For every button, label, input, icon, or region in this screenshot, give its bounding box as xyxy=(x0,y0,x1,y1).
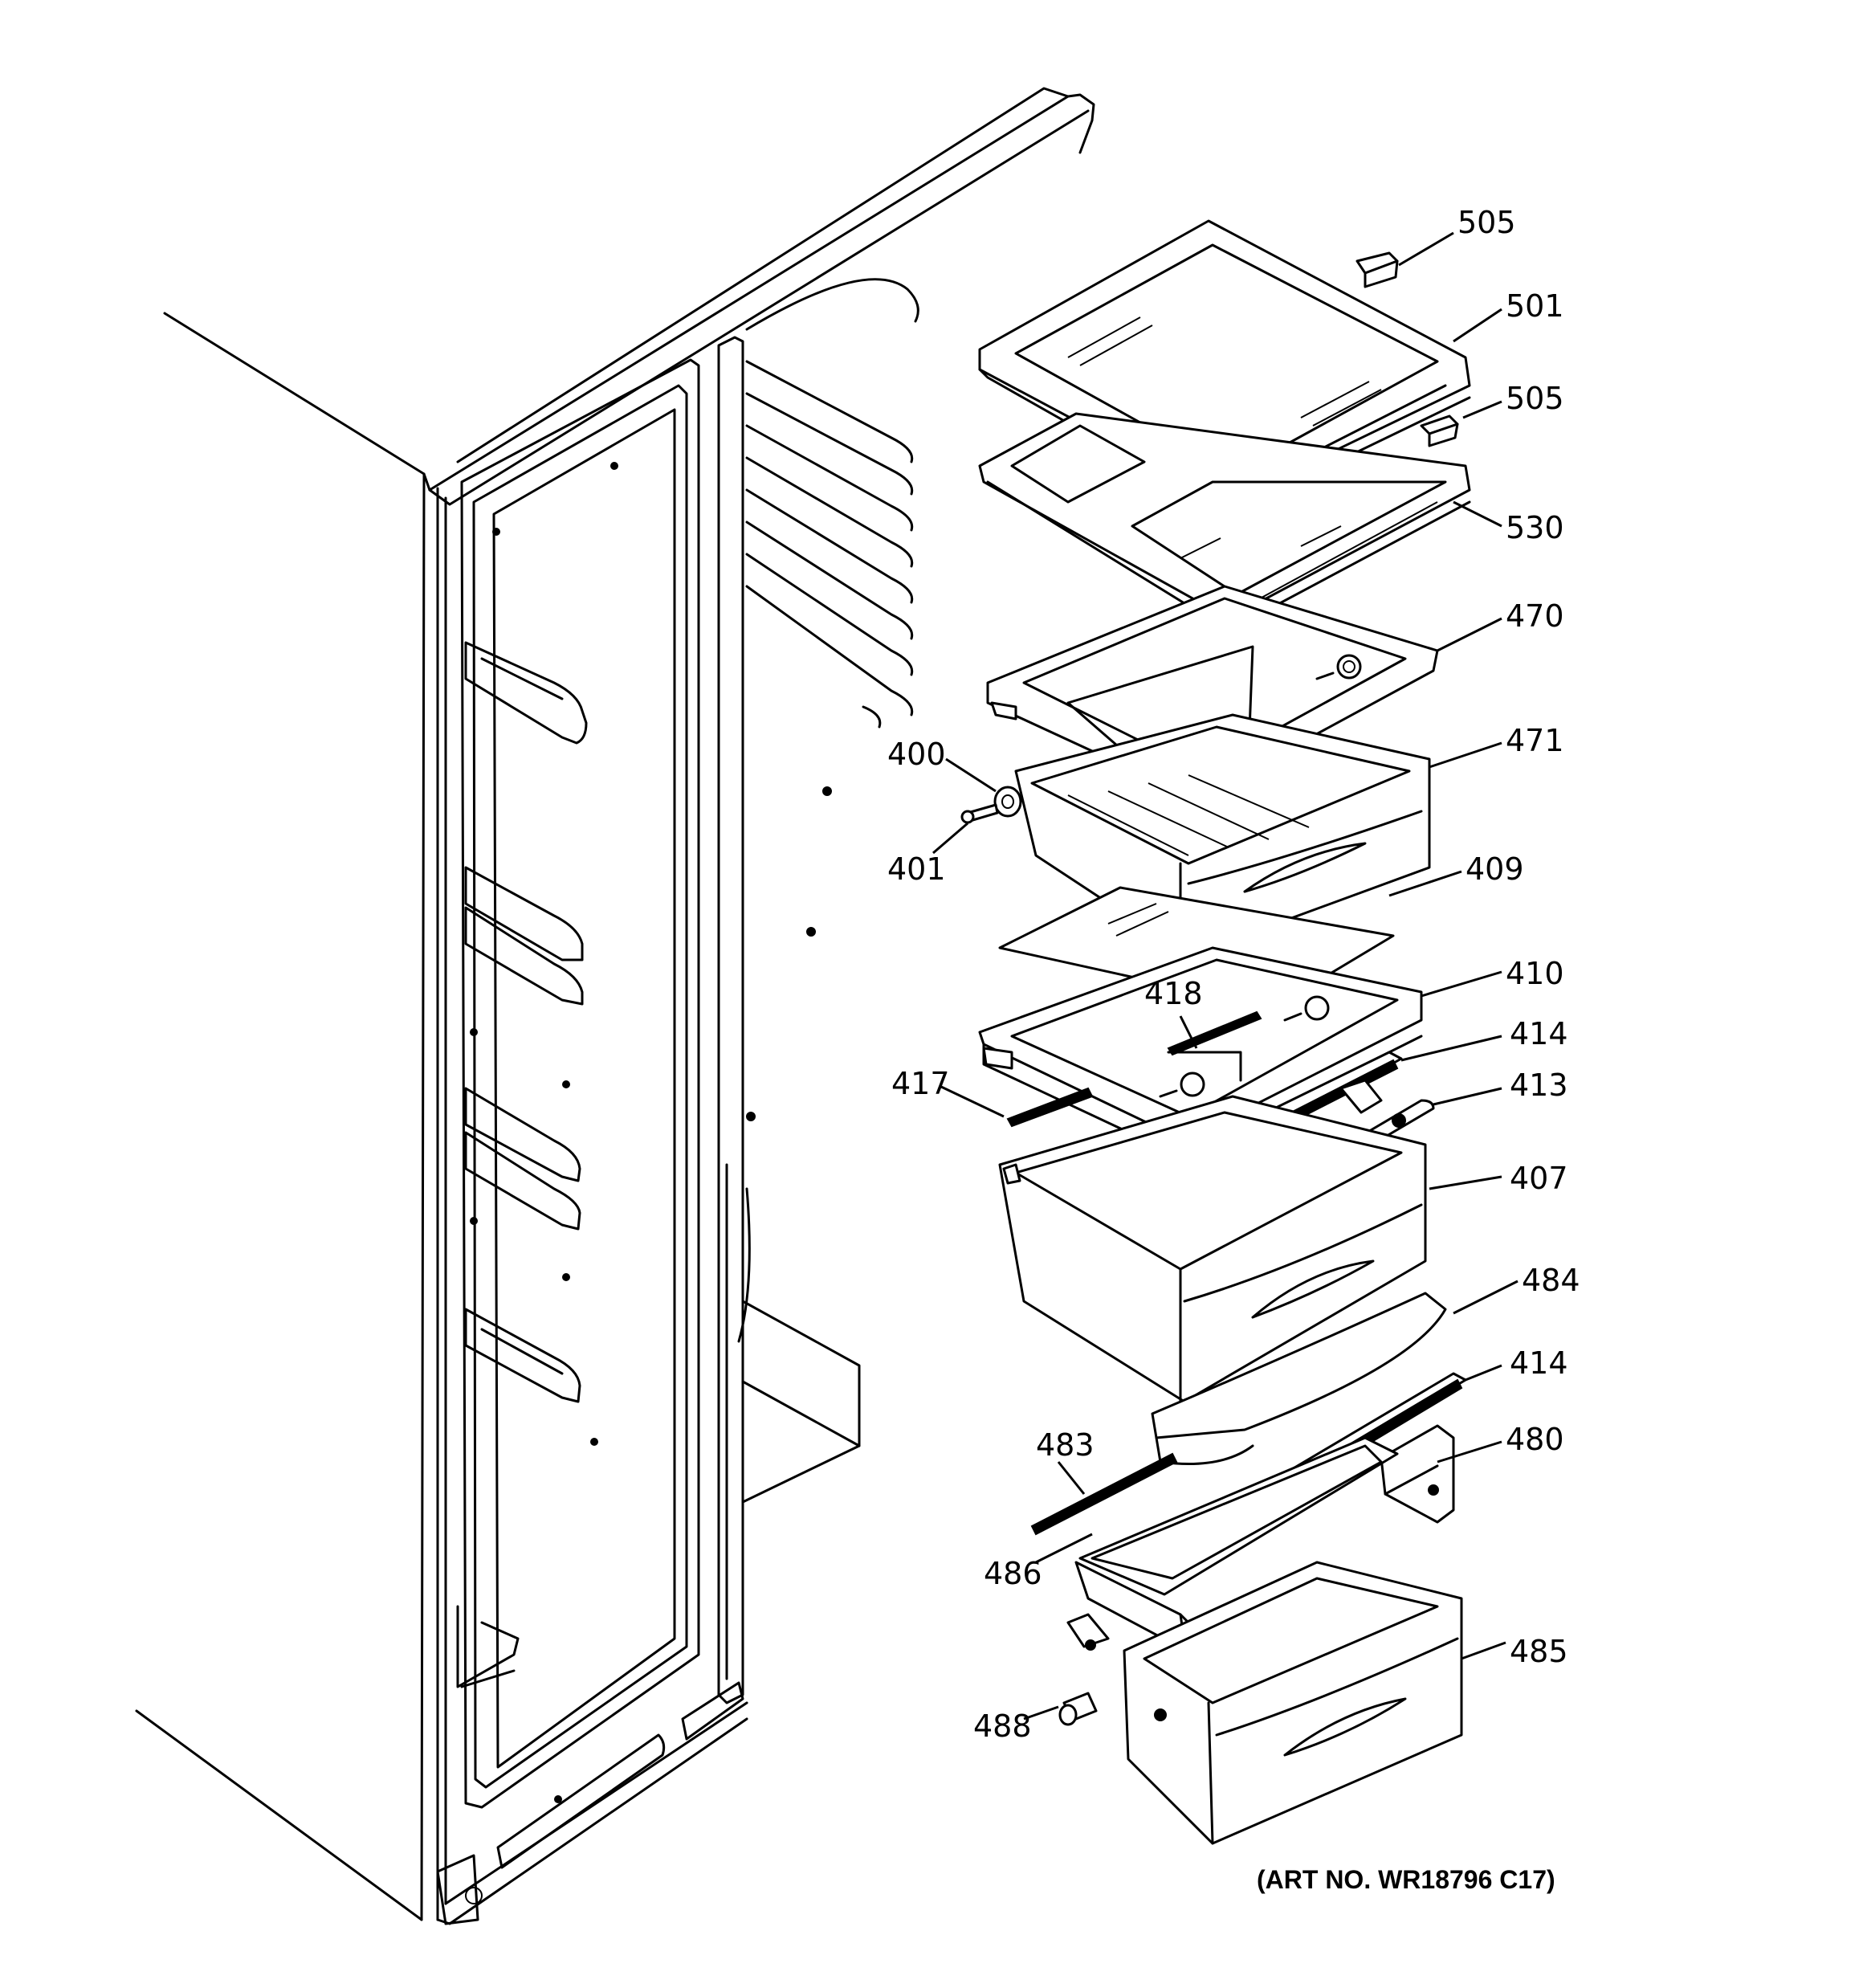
callout-414-upper: 414 xyxy=(1510,1016,1568,1051)
callout-401: 401 xyxy=(887,851,946,887)
callout-505-top: 505 xyxy=(1457,205,1516,240)
part-417-rod xyxy=(1006,1087,1094,1128)
callout-486: 486 xyxy=(984,1556,1042,1591)
callout-400: 400 xyxy=(887,737,946,772)
callout-418: 418 xyxy=(1144,976,1203,1011)
part-418-rail xyxy=(1167,1010,1262,1056)
cabinet-outline xyxy=(135,87,1095,1925)
freezer-shelves xyxy=(464,462,618,1803)
callout-410: 410 xyxy=(1506,956,1564,991)
part-400-roller xyxy=(993,786,1022,818)
part-401-screw xyxy=(960,803,999,824)
callout-530: 530 xyxy=(1506,510,1564,545)
part-505-clip-second xyxy=(1420,414,1459,447)
front-grille xyxy=(436,1681,744,1925)
callout-501: 501 xyxy=(1506,288,1564,324)
part-485-pan-drawer xyxy=(1066,1561,1463,1845)
fresh-food-compartment xyxy=(717,278,919,1704)
callout-488: 488 xyxy=(973,1708,1032,1744)
part-488-cap xyxy=(1058,1692,1098,1726)
callout-505-second: 505 xyxy=(1506,381,1564,416)
callout-485: 485 xyxy=(1510,1634,1568,1669)
callout-480: 480 xyxy=(1506,1422,1564,1457)
part-483-rod xyxy=(1030,1452,1178,1536)
leader-lines xyxy=(932,231,1519,1721)
callout-483: 483 xyxy=(1036,1427,1095,1463)
callout-471: 471 xyxy=(1506,723,1564,758)
part-407-crisper-drawer xyxy=(998,1095,1427,1403)
callout-484: 484 xyxy=(1522,1263,1580,1298)
part-505-clip-top xyxy=(1355,251,1399,288)
callout-417: 417 xyxy=(891,1066,950,1101)
callout-409: 409 xyxy=(1466,851,1524,887)
part-480-slide xyxy=(1380,1424,1455,1524)
art-number: (ART NO. WR18796 C17) xyxy=(1257,1865,1555,1894)
callout-407: 407 xyxy=(1510,1161,1568,1196)
freezer-compartment xyxy=(456,358,700,1809)
callout-413: 413 xyxy=(1510,1067,1568,1103)
callout-414-lower: 414 xyxy=(1510,1345,1568,1381)
callout-470: 470 xyxy=(1506,598,1564,634)
